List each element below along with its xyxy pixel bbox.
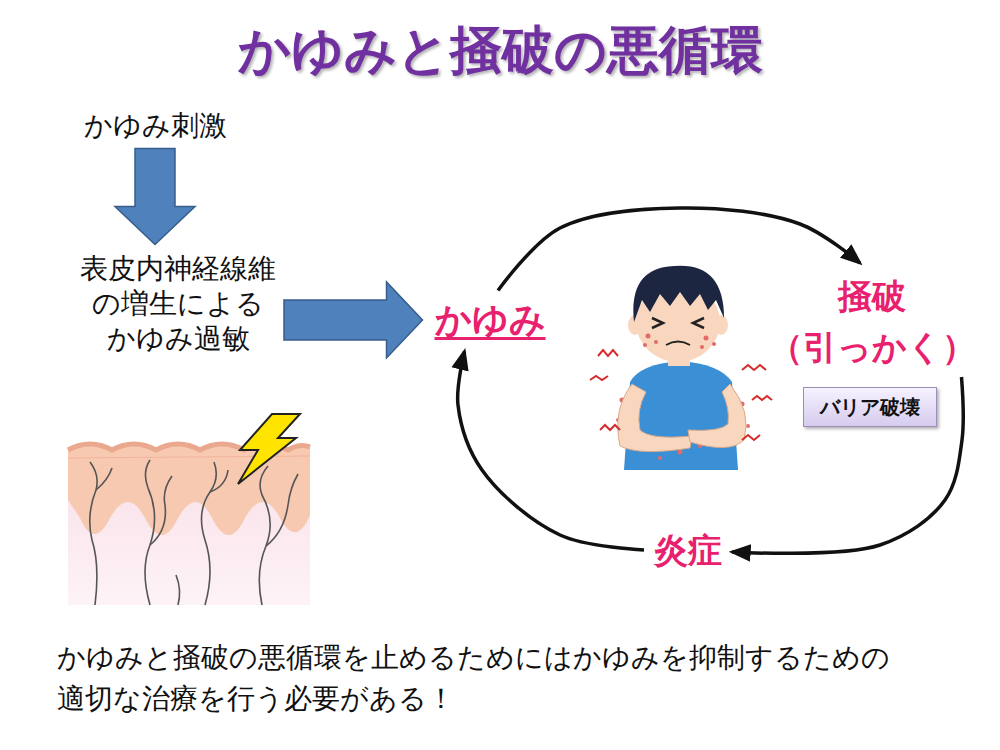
block-arrow (284, 282, 423, 358)
dermis-layer (68, 444, 310, 605)
boy-illustration (590, 266, 772, 470)
stimulus-label: かゆみ刺激 (84, 108, 227, 143)
inflammation-label: 炎症 (654, 525, 722, 576)
shirt (624, 361, 738, 470)
node-text: かゆみ刺激 (84, 108, 227, 143)
hair (633, 266, 724, 322)
caption-note: かゆみと掻破の悪循環を止めるためにはかゆみを抑制するための 適切な治療を行う必要… (57, 638, 987, 719)
scratch-label: 掻破 （引っかく） (769, 271, 976, 373)
node-text: バリア破壊 (820, 394, 920, 420)
diagram-title: かゆみと掻破の悪循環 (0, 16, 1000, 86)
right-arm (688, 384, 746, 448)
lightning-symbol (238, 414, 300, 484)
cycle-arrow (458, 351, 644, 550)
itch-label: かゆみ (435, 297, 546, 344)
hypersensitivity-label: 表皮内神経線維 の増生による かゆみ過敏 (80, 251, 276, 356)
skin-illustration (68, 414, 310, 605)
itch-marks (590, 350, 620, 430)
left-arm (618, 384, 692, 452)
node-text: かゆみ (435, 297, 546, 344)
nerve-fibers (90, 460, 298, 605)
node-text: 炎症 (654, 525, 722, 576)
epidermis-layer (68, 444, 310, 535)
closed-eyes (652, 318, 704, 328)
rash-dots (616, 334, 750, 461)
block-arrow (115, 149, 195, 245)
itch-marks (742, 365, 772, 440)
cycle-arrow (732, 377, 963, 553)
mouth (666, 342, 690, 346)
node-text: 掻破 （引っかく） (769, 271, 976, 373)
node-text: 表皮内神経線維 の増生による かゆみ過敏 (80, 251, 276, 356)
cycle-arrow (498, 208, 860, 291)
barrier-box: バリア破壊 (803, 387, 937, 427)
